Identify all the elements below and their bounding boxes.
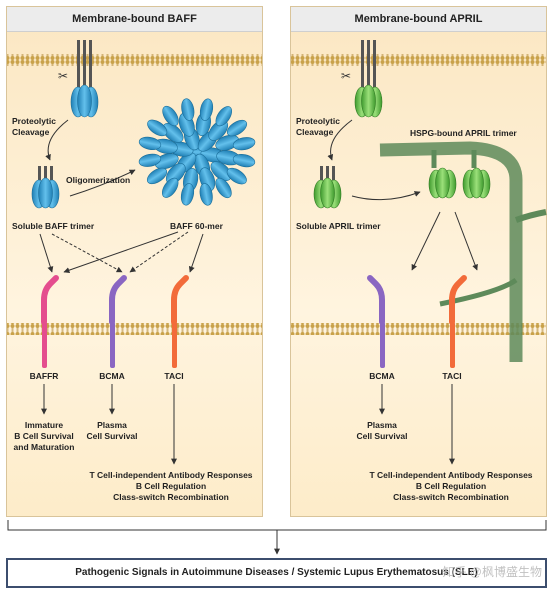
hspg-april-trimer-2 [462,167,491,199]
right-panel-title: Membrane-bound APRIL [291,7,546,32]
membrane-top-right [291,54,546,66]
baff-60mer-subunit [199,183,213,206]
baff-60mer-subunit [226,167,247,185]
baff-60mer-subunit [215,177,232,199]
bcma-receptor-left [109,275,127,368]
converge-bracket [7,520,547,531]
arrow-trimer-to-bcma [51,233,123,273]
baff-60mer-subunit [181,98,195,121]
arrow-soluble-to-hspg [351,191,421,201]
membrane-bottom-left [7,323,262,335]
baff-60mer-subunit [210,161,232,181]
cleavage-arrow-left [45,119,69,161]
left-panel-title: Membrane-bound BAFF [7,7,262,32]
arrow-60mer-to-taci [188,233,204,273]
baffr-label: BAFFR [29,371,59,381]
baff-60mer-subunit [232,154,256,168]
baff-60mer-subunit [226,119,248,137]
baffr-outcome: Immature B Cell Survival and Maturation [13,420,75,452]
baff-60mer-subunit [147,119,168,137]
baff-60mer-subunit [215,106,233,127]
bcma-label-right: BCMA [369,371,395,381]
soluble-april-trimer-label: Soluble APRIL trimer [296,221,381,231]
baff-60mer-subunit [162,123,184,143]
baff-60mer-label: BAFF 60-mer [170,221,223,231]
watermark: 知乎 @枫博盛生物 [442,565,542,579]
bcma-outcome-left: Plasma Cell Survival [86,420,138,441]
taci-receptor-right [449,275,467,368]
arrow-60mer-to-bcma [129,231,189,273]
hspg-chain [379,141,547,362]
membrane-top-left [7,54,262,66]
membrane-baff-trimer [70,40,99,118]
hspg-trimer-label: HSPG-bound APRIL trimer [410,128,517,138]
taci-outcome-left: T Cell-independent Antibody Responses B … [89,470,253,502]
taci-label-right: TACI [442,371,462,381]
soluble-baff-trimer [31,166,60,209]
baff-60mer-subunit [161,177,179,198]
arrow-hspg-to-taci [454,211,478,271]
hspg-april-trimer-1 [428,167,457,199]
right-proteolytic-cleavage: Proteolytic Cleavage [296,116,340,137]
oligomerization-label: Oligomerization [66,175,131,185]
membrane-bottom-right [291,323,546,335]
scissors-icon-right: ✂ [341,69,351,83]
bcma-outcome-right: Plasma Cell Survival [356,420,408,441]
left-proteolytic-cleavage: Proteolytic Cleavage [12,116,56,137]
oligomerization-arrow [69,169,136,197]
arrow-60mer-to-baffr [63,231,179,274]
cleavage-arrow-right [327,119,353,161]
right-panel-april: Membrane-bound APRIL [290,6,547,517]
arrow-hspg-to-bcma [411,211,441,271]
scissors-icon-left: ✂ [58,69,68,83]
bcma-receptor-right [367,275,385,368]
membrane-april-trimer [354,40,383,118]
arrow-trimer-to-baffr [39,233,54,273]
bcma-label-left: BCMA [99,371,125,381]
baff-60mer-subunit [138,153,162,167]
taci-label-left: TACI [164,371,184,381]
taci-receptor-left [171,275,189,368]
baff-60mer-subunit [199,98,214,121]
soluble-baff-trimer-label: Soluble BAFF trimer [12,221,95,231]
pathogenic-signals-text: Pathogenic Signals in Autoimmune Disease… [75,567,478,578]
baff-60mer-subunit [138,136,162,150]
baff-60mer-subunit [162,105,179,127]
soluble-april-trimer [313,166,342,209]
pathogenic-signals-box: Pathogenic Signals in Autoimmune Disease… [6,558,547,588]
baff-60mer-subunit [232,137,256,151]
baffr-receptor [41,275,59,368]
baff-60mer [138,98,256,206]
baff-60mer-subunit [180,183,195,206]
baff-60mer-subunit [146,167,168,185]
taci-outcome-right: T Cell-independent Antibody Responses B … [369,470,533,502]
